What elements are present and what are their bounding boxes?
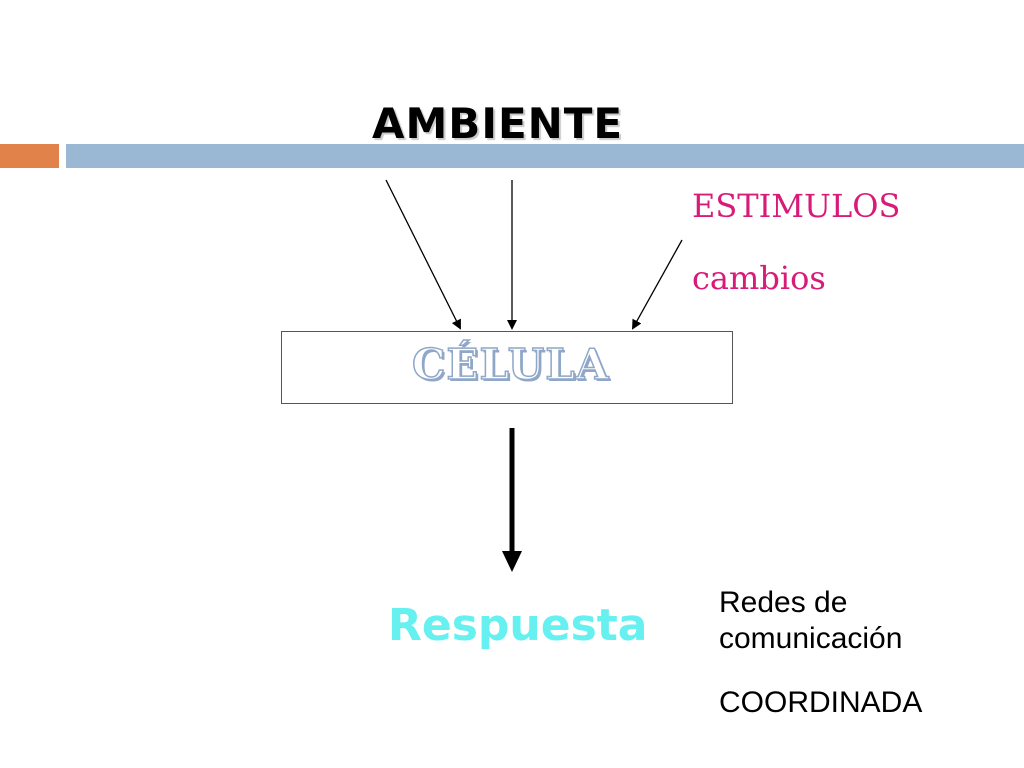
changes-label: cambios [692,259,826,297]
header-accent-orange-bar [0,144,59,168]
cell-box: CÉLULA [281,331,733,404]
arrow-cell-to-response-head [502,551,522,572]
response-label: Respuesta [388,600,648,651]
communication-networks-note: Redes de comunicación [719,586,903,655]
arrow-right-to-cell [632,239,683,330]
cell-label: CÉLULA [411,340,610,389]
header-accent-blue-bar [66,144,1024,168]
arrow-left-to-cell [385,179,461,330]
environment-title: AMBIENTE [372,99,624,148]
stimuli-label: ESTIMULOS [692,187,901,225]
coordinated-note: COORDINADA [719,686,923,719]
